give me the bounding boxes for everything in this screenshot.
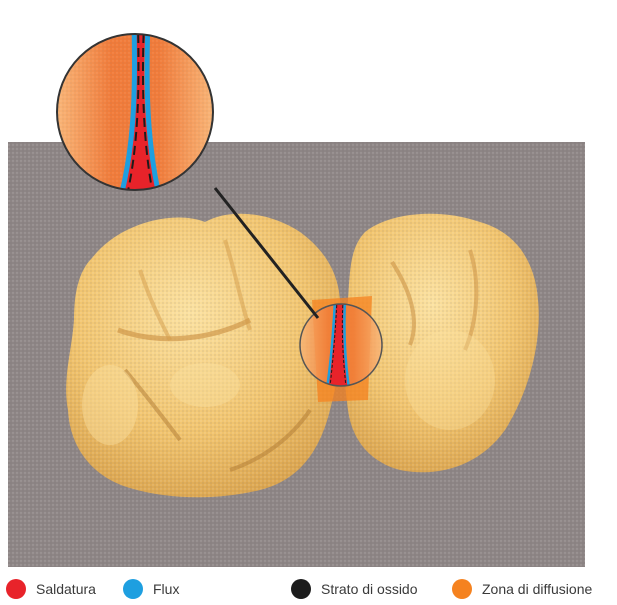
diffusion-color-swatch	[452, 579, 472, 599]
legend-item-zona-di-diffusione: Zona di diffusione	[452, 578, 592, 600]
legend: Saldatura Flux Strato di ossido Zona di …	[0, 572, 617, 605]
legend-label: Zona di diffusione	[482, 581, 592, 597]
legend-item-flux: Flux	[123, 578, 179, 600]
legend-item-saldatura: Saldatura	[6, 578, 96, 600]
dental-bridge-illustration	[0, 0, 617, 570]
solder-color-swatch	[6, 579, 26, 599]
legend-item-strato-di-ossido: Strato di ossido	[291, 578, 418, 600]
legend-label: Strato di ossido	[321, 581, 418, 597]
legend-label: Saldatura	[36, 581, 96, 597]
left-molar-crown	[66, 214, 342, 498]
flux-color-swatch	[123, 579, 143, 599]
legend-label: Flux	[153, 581, 179, 597]
oxide-color-swatch	[291, 579, 311, 599]
